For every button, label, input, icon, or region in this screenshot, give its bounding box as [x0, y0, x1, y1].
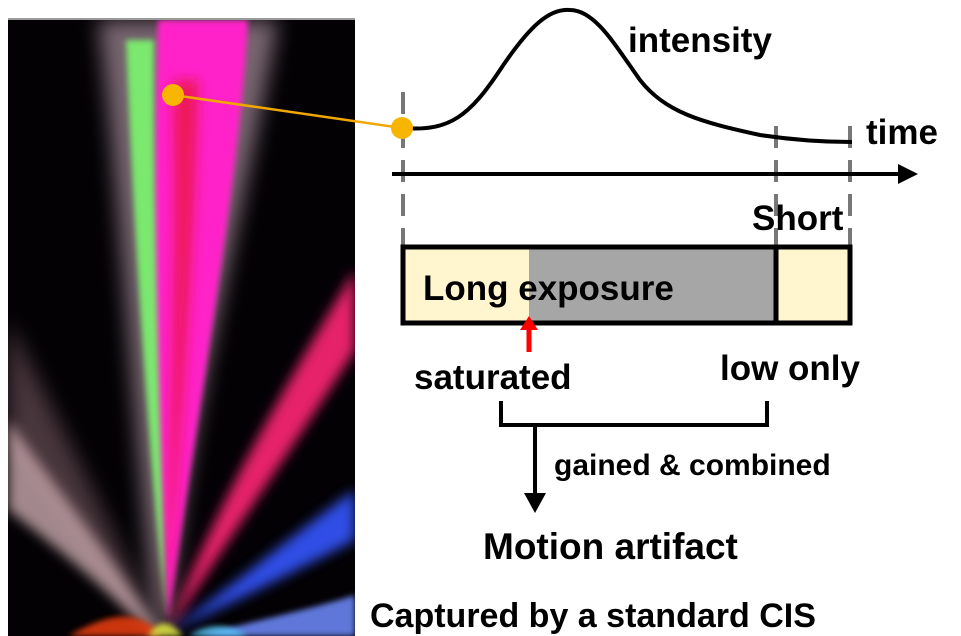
motion-artifact-label: Motion artifact	[483, 526, 738, 567]
saturated-label: saturated	[414, 358, 572, 397]
light-streak-image	[8, 20, 355, 636]
saturation-arrowhead	[520, 316, 538, 330]
exposure-bar-outline	[400, 244, 853, 326]
intensity-curve	[402, 7, 853, 144]
caption-label: Captured by a standard CIS	[370, 597, 816, 635]
intensity-label: intensity	[628, 21, 772, 60]
gained-combined-label: gained & combined	[554, 449, 831, 482]
light-streak-photo	[8, 20, 355, 636]
photo-highlight-dot	[162, 84, 184, 106]
connector-line	[172, 93, 403, 130]
low-only-label: low only	[720, 349, 861, 388]
curve-start-dot	[391, 117, 413, 139]
time-label: time	[866, 113, 938, 152]
long-exposure-saturated-segment	[529, 247, 776, 323]
short-exposure-segment	[776, 247, 850, 323]
time-axis-arrowhead	[898, 164, 918, 184]
short-label: Short	[752, 199, 844, 238]
combine-arrowhead	[524, 493, 546, 513]
long-exposure-label: Long exposure	[423, 269, 674, 308]
combine-bracket	[499, 401, 769, 427]
photo-top-strip	[8, 18, 355, 21]
long-exposure-unsaturated-segment	[403, 247, 529, 323]
